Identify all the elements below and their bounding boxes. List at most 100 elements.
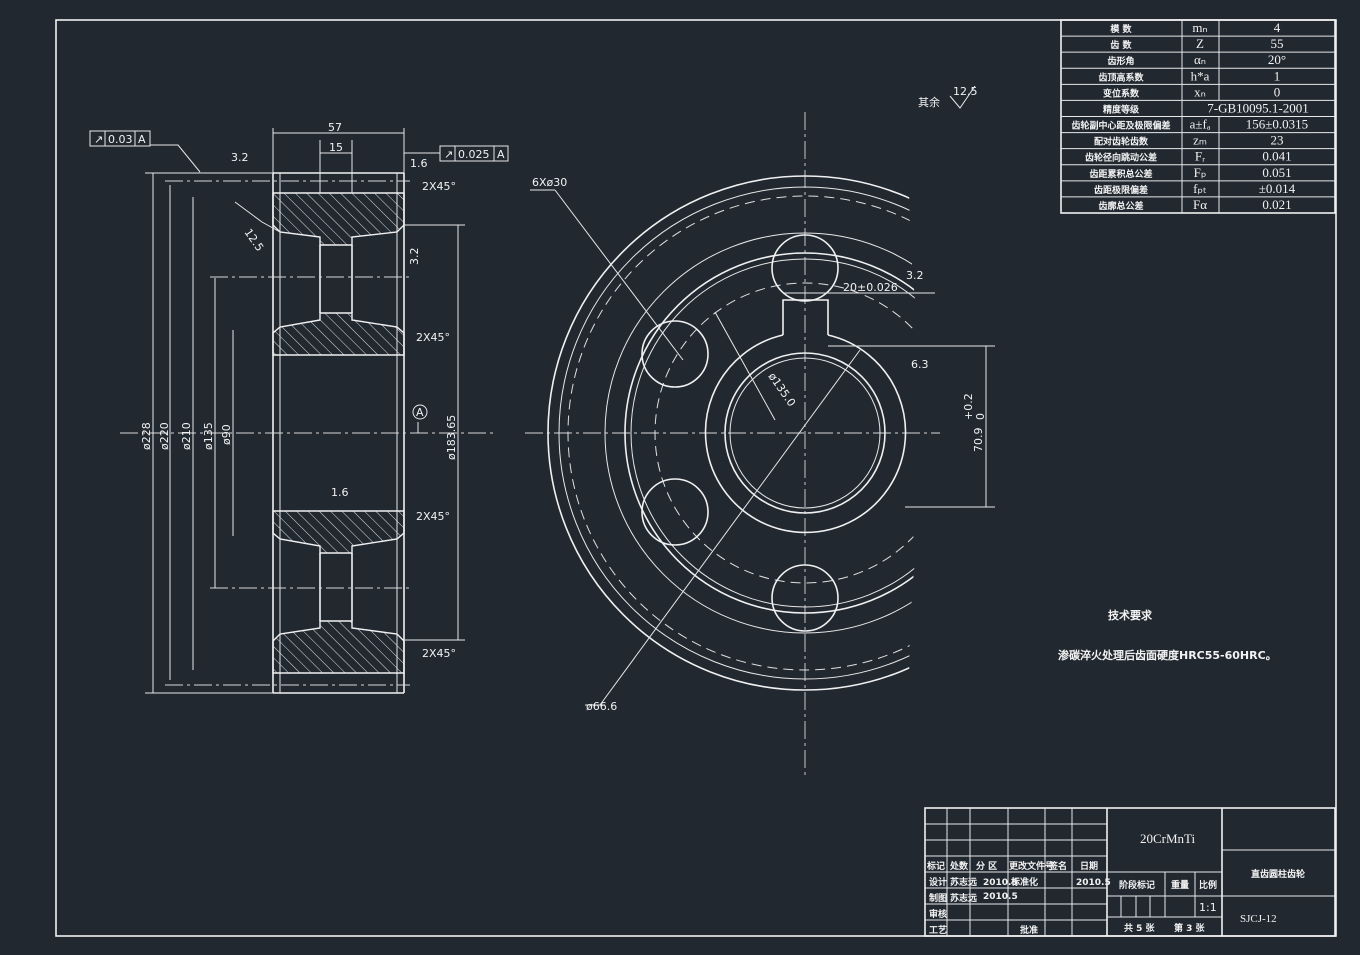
dim-d228: ø228 [140,422,153,450]
param-symbol: a±fₐ [1190,117,1211,132]
svg-text:审核: 审核 [929,908,947,920]
svg-text:标记: 标记 [926,860,945,872]
param-symbol: mₙ [1192,20,1207,35]
datum-label: A [416,406,424,419]
svg-text:↗: ↗ [444,148,453,161]
title-block [924,807,1336,937]
dim-key-depth: 70.9 [972,428,985,453]
svg-text:重量: 重量 [1171,879,1189,891]
param-name: 变位系数 [1103,87,1140,99]
material: 20CrMnTi [1140,831,1196,846]
svg-text:设计: 设计 [929,876,947,888]
param-value: 4 [1274,20,1281,35]
svg-text:苏志远: 苏志远 [950,892,978,904]
param-value: 1 [1274,68,1281,83]
param-symbol: Fᵣ [1195,149,1205,164]
svg-text:苏志远: 苏志远 [950,876,978,888]
dim-d90: ø90 [220,424,233,445]
dim-d220: ø220 [158,422,171,450]
svg-text:日期: 日期 [1080,860,1098,872]
front-view: 20±0.026 3.2 6.3 ø135.0 70.9 +0.2 0 6Xø3… [525,85,995,775]
drawing-number: SJCJ-12 [1240,913,1277,925]
chamfer-label: 2X45° [422,180,456,193]
svg-text:↗: ↗ [94,133,103,146]
param-name: 齿距极限偏差 [1094,184,1148,196]
tech-requirements-note: 渗碳淬火处理后齿面硬度HRC55-60HRC。 [1058,648,1277,662]
param-symbol: Z [1196,36,1204,51]
dim-width-total: 57 [328,121,342,134]
svg-text:共 5 张: 共 5 张 [1124,922,1156,934]
dim-holes: 6Xø30 [532,176,567,189]
param-value: 55 [1271,36,1284,51]
chamfer-label: 2X45° [416,331,450,344]
dim-pitch: ø66.6 [586,700,617,713]
param-name: 齿顶高系数 [1098,71,1144,83]
rest-roughness-label: 其余 [918,95,940,109]
svg-text:制图: 制图 [929,892,947,904]
param-value: 23 [1271,133,1284,148]
svg-text:更改文件号: 更改文件号 [1009,860,1054,872]
param-value: 0.041 [1262,149,1291,164]
dim-d183: ø183.65 [445,415,458,460]
dim-d135: ø135 [202,422,215,450]
geometric-tolerance-1: ↗ 0.03 A [89,130,151,147]
roughness-face: 1.6 [410,157,428,170]
part-name: 直齿圆柱齿轮 [1251,868,1305,880]
chamfer-label: 2X45° [416,510,450,523]
param-value: ±0.014 [1259,181,1296,196]
svg-text:1:1: 1:1 [1199,901,1217,914]
geometric-tolerance-2: ↗ 0.025 A [439,145,509,162]
param-symbol: αₙ [1194,52,1206,67]
chamfer-label: 2X45° [422,647,456,660]
svg-text:A: A [497,148,505,161]
param-name: 齿轮径向跳动公差 [1085,152,1157,164]
param-value: 0 [1274,84,1281,99]
svg-text:0.025: 0.025 [458,148,490,161]
svg-text:0.03: 0.03 [108,133,133,146]
roughness-web: 1.6 [331,486,349,499]
datum-a-symbol [412,404,428,420]
svg-text:2010.5: 2010.5 [1076,878,1111,888]
param-name: 精度等级 [1103,103,1140,115]
roughness-key-bottom: 6.3 [911,358,929,371]
roughness-top: 3.2 [231,151,249,164]
param-name: 齿形角 [1107,55,1134,67]
param-name: 齿距累积总公差 [1089,168,1152,180]
dim-web-width: 15 [329,141,343,154]
svg-text:2010.5: 2010.5 [983,878,1018,888]
param-value: 0.021 [1262,197,1291,212]
param-name: 齿廓总公差 [1098,200,1143,212]
svg-text:处数: 处数 [949,860,969,872]
param-name: 模 数 [1110,23,1132,35]
tech-requirements-title: 技术要求 [1108,608,1153,622]
drawing-border [55,19,1337,937]
param-value: 156±0.0315 [1246,117,1308,132]
param-symbol: h*a [1191,68,1210,83]
param-name: 齿轮副中心距及极限偏差 [1071,120,1170,132]
svg-text:分 区: 分 区 [976,860,997,872]
param-symbol: xₙ [1194,84,1206,99]
svg-text:比例: 比例 [1199,879,1217,891]
param-symbol: Fα [1193,197,1207,212]
param-symbol: fₚₜ [1193,181,1207,196]
dim-d210: ø210 [180,422,193,450]
svg-text:A: A [138,133,146,146]
dim-key-tol-upper: +0.2 [962,393,975,420]
rest-roughness-value: 12.5 [953,85,978,98]
svg-text:阶段标记: 阶段标记 [1119,879,1155,891]
svg-text:标准化: 标准化 [1010,876,1038,888]
roughness-side: 12.5 [242,226,267,254]
svg-text:第 3 张: 第 3 张 [1174,922,1206,934]
svg-text:签名: 签名 [1048,860,1067,872]
param-symbol: zₘ [1193,133,1207,148]
param-name: 配对齿轮齿数 [1094,136,1149,148]
svg-text:批准: 批准 [1020,924,1038,936]
param-value: 7-GB10095.1-2001 [1207,100,1308,115]
param-value: 20° [1268,52,1286,67]
roughness-bore: 3.2 [408,248,421,266]
dim-key-width: 20±0.026 [843,281,898,294]
dim-hub-diameter: ø135.0 [766,370,799,409]
roughness-key: 3.2 [906,269,924,282]
